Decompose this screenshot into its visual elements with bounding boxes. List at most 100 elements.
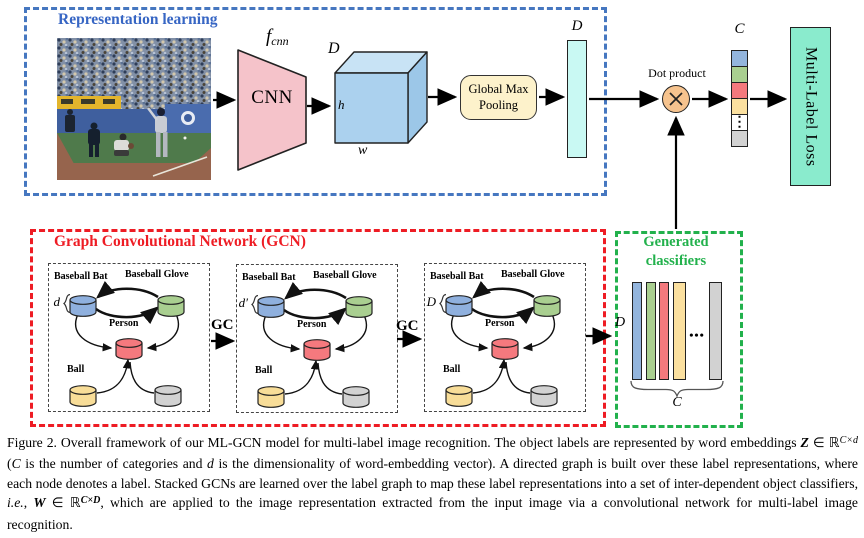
multi-label-loss-box: Multi-Label Loss: [790, 27, 831, 186]
umpire: [88, 122, 100, 157]
baseball: [183, 136, 187, 140]
score-vector: ⋮: [731, 50, 748, 147]
dim-brace: [251, 294, 259, 315]
gcn-title: Graph Convolutional Network (GCN): [54, 233, 306, 250]
baseball-glove-node: [157, 295, 185, 317]
global-max-pooling-label: Global Max Pooling: [468, 81, 529, 112]
cube-depth-label: D: [328, 40, 340, 57]
baseball-bat-node: [257, 296, 285, 318]
node-label-person: Person: [485, 318, 515, 329]
other-node: [530, 385, 558, 407]
label-graph: [63, 280, 185, 407]
input-image: [57, 38, 211, 180]
score-cell-green: [731, 66, 748, 83]
classifier-dots: •••: [689, 328, 705, 342]
ball-node: [257, 386, 285, 408]
feature-dim-label: D: [571, 18, 583, 34]
cube-height-label: h: [338, 97, 345, 112]
baseball-glove-node: [533, 295, 561, 317]
gcn-layer-2: Baseball Bat Baseball Glove Person Ball: [236, 264, 398, 413]
cube-width-label: w: [358, 143, 368, 158]
score-cell-red: [731, 82, 748, 99]
dim-brace: [63, 293, 71, 314]
node-label-baseball-glove: Baseball Glove: [501, 269, 565, 280]
baseball-glove-node: [345, 296, 373, 318]
classifier-bar-red: [659, 282, 669, 380]
score-cell-blue: [731, 50, 748, 67]
label-graph: [251, 281, 373, 408]
baseball-bat-node: [69, 295, 97, 317]
baseline: [152, 156, 208, 177]
dim-brace: [439, 293, 447, 314]
edge-arcs: [263, 281, 367, 395]
gc-label-2: GC: [396, 318, 419, 334]
fcnn-sub: cnn: [271, 34, 289, 48]
edge-arcs: [451, 280, 555, 394]
score-cell-gray: [731, 130, 748, 147]
feature-vector-bar: [567, 40, 587, 158]
gcn-layer-3: Baseball Bat Baseball Glove Person Ball: [424, 263, 586, 412]
score-cell-dots: ⋮: [731, 114, 748, 131]
batter: [147, 107, 168, 157]
infield-dirt: [57, 163, 211, 180]
classifier-bar-yellow: [673, 282, 686, 380]
other-node: [154, 385, 182, 407]
cnn-label: CNN: [251, 87, 293, 108]
node-label-person: Person: [109, 318, 139, 329]
dirt-wedge-left: [57, 133, 83, 180]
gcn-dim-label-3: D: [426, 294, 436, 309]
classifier-bar-blue: [632, 282, 642, 380]
wall-logo-inner: [184, 114, 192, 122]
ball-node: [69, 385, 97, 407]
fcnn-base: f: [266, 26, 272, 47]
node-label-baseball-bat: Baseball Bat: [242, 272, 296, 283]
classifier-dim-label: D: [615, 315, 626, 330]
dirt-wedge-right: [175, 148, 211, 180]
baseball-bat-node: [445, 295, 473, 317]
generated-classifiers-box: [615, 231, 743, 428]
person-node: [303, 339, 331, 361]
score-cell-yellow: [731, 98, 748, 115]
baseball-scene: [57, 38, 211, 180]
person-node: [115, 338, 143, 360]
banner-text-mark: [81, 99, 95, 104]
banner-text-mark: [103, 99, 115, 104]
field-grass: [57, 133, 211, 163]
dot-product-label: Dot product: [648, 66, 706, 80]
score-dim-label: C: [734, 21, 745, 37]
catcher: [114, 133, 134, 156]
node-label-ball: Ball: [67, 364, 85, 375]
classifier-bar-gray: [709, 282, 722, 380]
node-label-baseball-bat: Baseball Bat: [54, 271, 108, 282]
person-node: [491, 338, 519, 360]
edge-arcs: [75, 280, 179, 394]
dot-product-icon: [662, 85, 690, 113]
gcn-dim-label-2: d′: [238, 295, 248, 310]
node-label-baseball-bat: Baseball Bat: [430, 271, 484, 282]
gcn-dim-label-1: d: [53, 294, 61, 309]
node-label-person: Person: [297, 319, 327, 330]
graph-panel-inner: Baseball Bat Baseball Glove Person Ball: [237, 265, 397, 412]
generated-classifiers-title: Generated classifiers: [643, 234, 709, 269]
score-dots: ⋮: [732, 114, 747, 130]
graph-panel-inner: Baseball Bat Baseball Glove Person Ball: [425, 264, 585, 411]
classifier-count-label: C: [672, 395, 682, 410]
representation-learning-title: Representation learning: [58, 11, 218, 28]
node-label-baseball-glove: Baseball Glove: [313, 270, 377, 281]
node-label-ball: Ball: [443, 364, 461, 375]
global-max-pooling-box: Global Max Pooling: [460, 75, 537, 120]
multi-label-loss-label: Multi-Label Loss: [802, 46, 820, 167]
gc-label-1: GC: [211, 317, 234, 333]
graph-panel-inner: Baseball Bat Baseball Glove Person Ball: [49, 264, 209, 411]
other-node: [342, 386, 370, 408]
node-label-ball: Ball: [255, 365, 273, 376]
fcnn-label: fcnn: [266, 26, 289, 48]
figure-caption: Figure 2. Overall framework of our ML-GC…: [7, 434, 858, 532]
gcn-layer-1: Baseball Bat Baseball Glove Person Ball: [48, 263, 210, 412]
representation-learning-box: [24, 7, 607, 196]
label-graph: [439, 280, 561, 407]
node-label-baseball-glove: Baseball Glove: [125, 269, 189, 280]
banner-text-mark: [61, 99, 73, 104]
classifier-bar-green: [646, 282, 656, 380]
